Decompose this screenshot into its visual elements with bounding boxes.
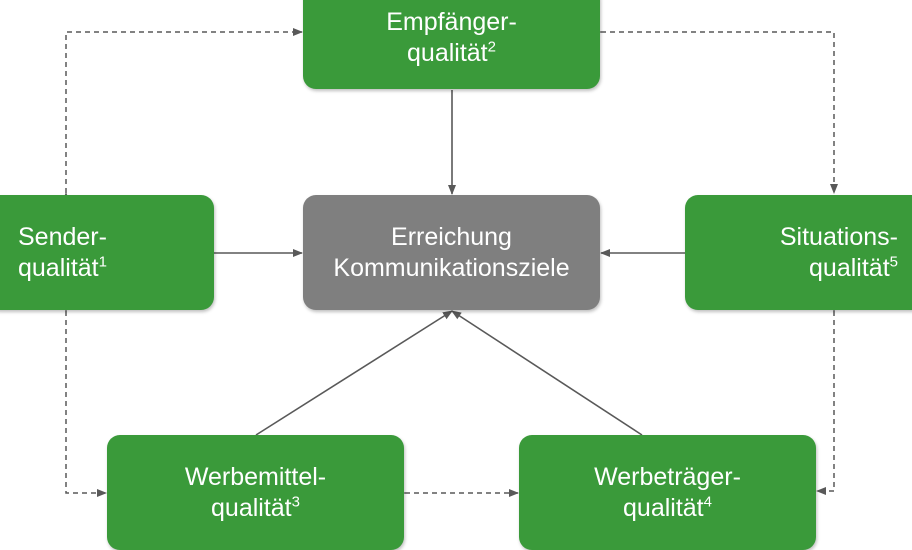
dashed-situation-werbetraeger bbox=[816, 302, 838, 495]
node-senderqualitaet: Sender- qualität1 bbox=[0, 195, 214, 310]
dashed-empfaenger-situation bbox=[592, 28, 838, 194]
footnote-marker: 2 bbox=[487, 38, 496, 56]
node-label-line2: qualität2 bbox=[407, 38, 496, 67]
footnote-marker: 4 bbox=[703, 493, 712, 511]
node-werbetraegerqualitaet: Werbeträger- qualität4 bbox=[519, 435, 816, 550]
node-label-line2: qualität4 bbox=[623, 493, 712, 522]
node-label-line1: Sender- bbox=[18, 222, 107, 251]
dashed-sender-empfaenger bbox=[62, 28, 303, 202]
node-label-line1: Situations- bbox=[779, 222, 898, 251]
node-label-line2: qualität5 bbox=[809, 253, 898, 282]
node-erreichung-kommunikationsziele: Erreichung Kommunikationsziele bbox=[303, 195, 600, 310]
node-label-line2: qualität1 bbox=[18, 253, 107, 282]
node-situationsqualitaet: Situations- qualität5 bbox=[685, 195, 912, 310]
footnote-marker: 1 bbox=[98, 253, 107, 271]
node-label-line2: qualität3 bbox=[211, 493, 300, 522]
dashed-sender-werbemittel bbox=[62, 302, 107, 497]
node-label-line1: Werbeträger- bbox=[594, 462, 741, 491]
arrow-werbetraeger-to-ziel bbox=[451, 310, 643, 436]
node-werbemittelqualitaet: Werbemittel- qualität3 bbox=[107, 435, 404, 550]
node-label-line1: Erreichung bbox=[391, 222, 512, 251]
node-label-line1: Werbemittel- bbox=[184, 462, 327, 491]
node-empfaengerqualitaet: Empfänger- qualität2 bbox=[303, 0, 600, 89]
arrow-werbemittel-to-ziel bbox=[255, 310, 453, 436]
node-label-line1: Empfänger- bbox=[386, 7, 517, 36]
node-label-line2: Kommunikationsziele bbox=[333, 253, 570, 282]
footnote-marker: 5 bbox=[889, 253, 898, 271]
footnote-marker: 3 bbox=[291, 493, 300, 511]
